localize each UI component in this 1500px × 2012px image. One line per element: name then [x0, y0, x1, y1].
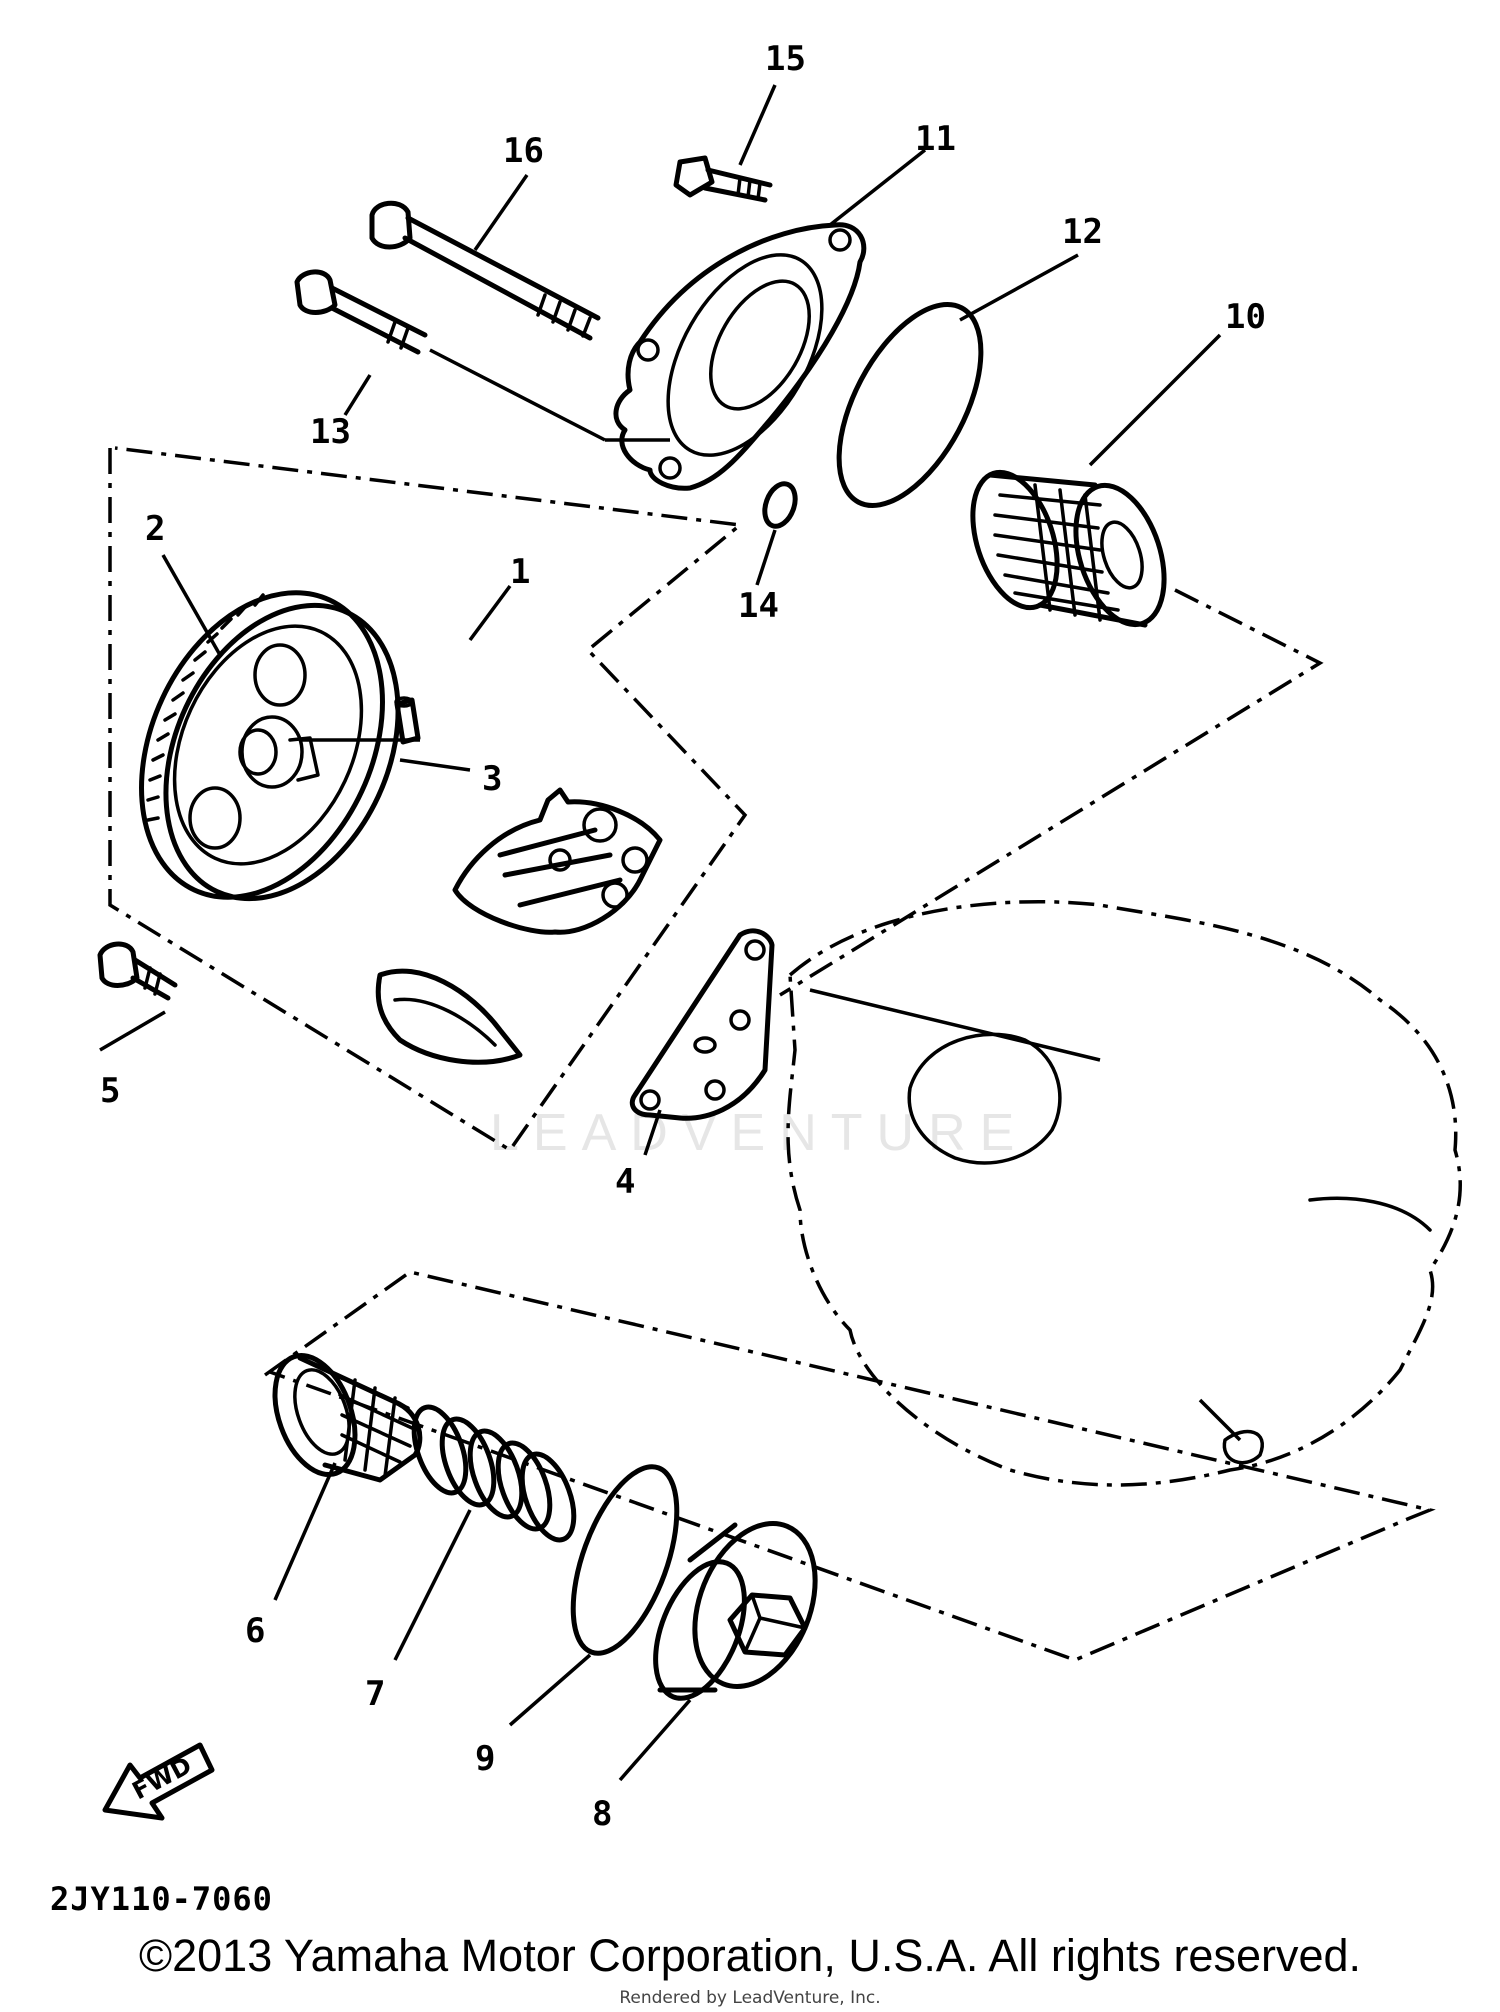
diagram-reference-code: 2JY110-7060: [50, 1880, 273, 1918]
callout-2: 2: [145, 509, 165, 549]
callout-4: 4: [615, 1162, 635, 1202]
callout-9: 9: [475, 1739, 495, 1779]
part-11-filter-cover: [613, 222, 867, 491]
callout-5: 5: [100, 1071, 120, 1111]
part-8-drain-plug: [653, 1521, 818, 1701]
part-4-gasket: [629, 928, 775, 1121]
part-2-drive-gear: [139, 590, 401, 902]
strainer-mesh: [333, 1373, 414, 1478]
part-10-oil-filter: [970, 469, 1167, 628]
part-15-bolt: [673, 155, 773, 203]
assembly-frame-filter: [779, 588, 1324, 997]
part-6-oil-strainer: [272, 1352, 423, 1483]
copyright-notice: ©2013 Yamaha Motor Corporation, U.S.A. A…: [138, 1930, 1362, 1981]
callout-16: 16: [503, 131, 544, 171]
callout-13: 13: [310, 412, 351, 452]
callout-11: 11: [915, 119, 956, 159]
part-9-o-ring: [570, 1464, 680, 1656]
watermark-text: LEADVENTURE: [490, 1104, 1028, 1162]
callout-10: 10: [1225, 297, 1266, 337]
leader-lines: [99, 84, 1242, 1782]
rendered-by-note: Rendered by LeadVenture, Inc.: [619, 1988, 881, 2008]
callout-12: 12: [1062, 212, 1103, 252]
callout-14: 14: [738, 586, 779, 626]
part-3-pin: [394, 696, 421, 745]
part-7-spring: [411, 1404, 577, 1543]
assembly-frame-oil-pump: [108, 446, 748, 1153]
callout-labels: 1 2 3 4 5 6 7 8 9 10 11 12 13 14 15 16: [100, 39, 1266, 1834]
filter-mesh: [993, 483, 1120, 622]
assembly-frame-strainer: [263, 1270, 1436, 1662]
part-1-oil-pump-assembly: [375, 787, 663, 1065]
part-12-o-ring: [836, 302, 984, 508]
part-14-small-o-ring: [762, 481, 798, 529]
callout-3: 3: [482, 759, 502, 799]
callout-7: 7: [365, 1674, 385, 1714]
callout-15: 15: [765, 39, 806, 79]
part-5-screw: [97, 941, 178, 1001]
crankcase-outline: [786, 899, 1462, 1487]
callout-1: 1: [510, 552, 530, 592]
part-13-bolt: [294, 269, 428, 355]
fwd-arrow-icon: FWD: [102, 1742, 215, 1821]
callout-8: 8: [592, 1794, 612, 1834]
callout-6: 6: [245, 1611, 265, 1651]
part-16-long-bolt: [369, 200, 601, 341]
gear-teeth: [146, 593, 265, 822]
